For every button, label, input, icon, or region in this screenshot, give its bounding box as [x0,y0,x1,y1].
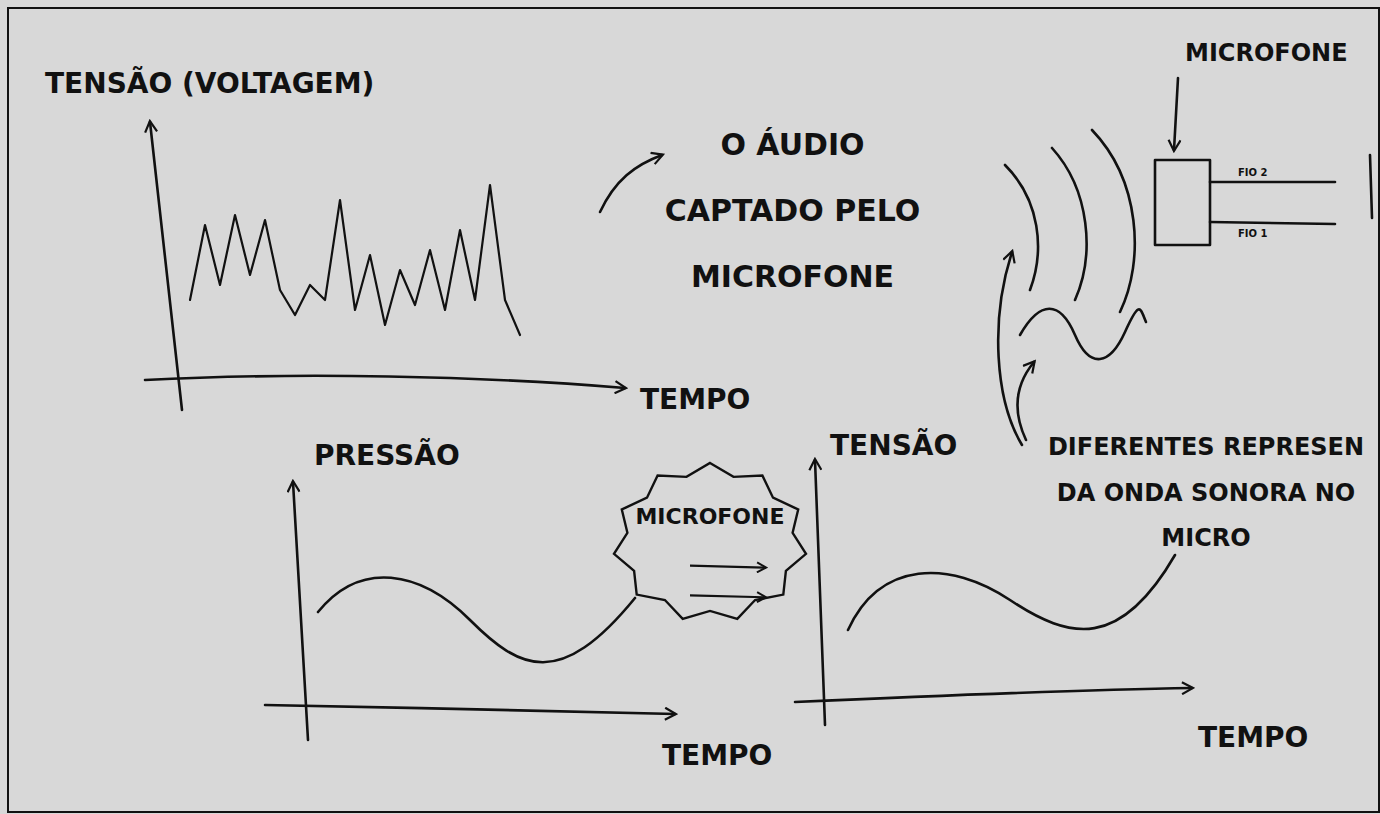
axis-label: TENSÃO [830,430,957,462]
note-text: O ÁUDIO CAPTADO PELO MICROFONE [655,112,930,310]
sound-arc [1005,165,1038,290]
callout-label: MICROFONE [1185,40,1348,68]
wire-label: FIO 2 [1238,167,1268,179]
wire [1210,181,1335,184]
axis-label: TEMPO [662,740,772,772]
flow-arrow [690,595,766,597]
wire-label: FIO 1 [1238,228,1268,240]
frame [8,8,1379,812]
axis-label: TEMPO [1198,722,1308,754]
microphone-body [1155,160,1210,245]
sound-arc [1092,130,1135,312]
pressure-axis [293,482,308,740]
voltage-axis [815,460,825,725]
note-text: DIFERENTES REPRESEN DA ONDA SONORA NO MI… [1036,425,1376,562]
axis-label: PRESSÃO [314,440,460,472]
starburst-outline [610,460,810,625]
curved-arrow [600,155,662,212]
voltage-wave [848,555,1175,630]
curved-arrow [1017,362,1034,440]
sound-arc [1052,148,1087,300]
time-axis [795,688,1192,702]
pressure-wave [318,577,635,662]
leader-arrow [1174,78,1178,150]
terminal-mark [1370,155,1372,218]
axis-label: TENSÃO (VOLTAGEM) [45,68,374,100]
wire [1210,222,1335,224]
starburst-node: MICROFONE [610,460,810,625]
audio-waveform [190,185,520,335]
time-axis [145,376,625,388]
flow-arrow [690,566,766,568]
time-axis [265,705,675,714]
small-wave [1020,309,1146,359]
voltage-axis [150,122,182,410]
node-text: MICROFONE [610,460,810,529]
axis-label: TEMPO [640,384,750,416]
